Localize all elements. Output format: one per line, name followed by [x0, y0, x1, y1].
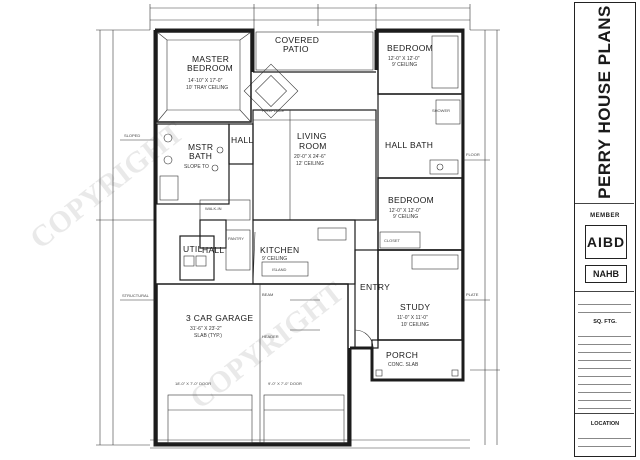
utility-area: UTIL HALL PANTRY — [179, 219, 251, 281]
svg-text:10' CEILING: 10' CEILING — [401, 322, 429, 328]
hall-master-label: HALL — [231, 135, 253, 145]
svg-text:12'-0" X 12'-0": 12'-0" X 12'-0" — [388, 56, 420, 62]
svg-text:11'-0" X 11'-0": 11'-0" X 11'-0" — [397, 315, 428, 321]
aibd-logo: AIBD — [585, 225, 627, 259]
svg-text:9' CEILING: 9' CEILING — [393, 214, 418, 220]
kitchen-area: KITCHEN 9' CEILING ISLAND — [252, 219, 356, 285]
svg-text:PLATE: PLATE — [466, 292, 479, 297]
bedroom-1-label: BEDROOM — [387, 43, 433, 53]
kitchen-label: KITCHEN — [260, 245, 299, 255]
garage-area: 3 CAR GARAGE 31'-6" X 23'-2" SLAB (TYP.)… — [156, 283, 349, 444]
svg-text:SLAB (TYP.): SLAB (TYP.) — [194, 333, 222, 339]
svg-text:STRUCTURAL: STRUCTURAL — [122, 293, 150, 298]
study-label: STUDY — [400, 302, 430, 312]
entry-label: ENTRY — [360, 282, 390, 292]
svg-text:FLOOR: FLOOR — [466, 152, 480, 157]
svg-text:10' TRAY CEILING: 10' TRAY CEILING — [186, 85, 228, 91]
svg-text:20'-0" X 24'-6": 20'-0" X 24'-6" — [294, 154, 326, 160]
svg-text:9' CEILING: 9' CEILING — [262, 256, 287, 262]
svg-text:SLOPED: SLOPED — [124, 133, 140, 138]
svg-text:CONC. SLAB: CONC. SLAB — [388, 362, 419, 368]
svg-text:BEAM: BEAM — [262, 292, 273, 297]
nahb-logo: NAHB — [585, 265, 627, 283]
bedroom-2-area: BEDROOM 12'-0" X 12'-0" 9' CEILING CLOSE… — [377, 177, 463, 251]
porch-area: PORCH CONC. SLAB — [371, 339, 464, 381]
svg-text:SHOWER: SHOWER — [432, 108, 450, 113]
svg-text:PANTRY: PANTRY — [228, 236, 244, 241]
svg-text:HEADER: HEADER — [262, 334, 279, 339]
svg-text:31'-6" X 23'-2": 31'-6" X 23'-2" — [190, 326, 222, 332]
hall-center-label: HALL — [202, 245, 224, 255]
svg-text:18'-0" X 7'-0" DOOR: 18'-0" X 7'-0" DOOR — [175, 381, 211, 386]
porch-label: PORCH — [386, 350, 418, 360]
construction-notes: STRUCTURAL SLOPED PLATE FLOOR BEAM HEADE… — [120, 133, 490, 339]
company-name: PERRY HOUSE PLANS — [595, 5, 614, 199]
copyright-watermark: COPYRIGHT — [24, 116, 190, 256]
svg-text:SLOPE TO: SLOPE TO — [184, 164, 209, 170]
bedroom-1-area: BEDROOM 12'-0" X 12'-0" 9' CEILING — [377, 31, 463, 95]
title-block: PERRY HOUSE PLANS MEMBER AIBD NAHB SQ. F… — [574, 2, 636, 457]
member-label: MEMBER — [590, 213, 620, 219]
svg-text:12'-0" X 12'-0": 12'-0" X 12'-0" — [389, 208, 421, 214]
study-area: STUDY 11'-0" X 11'-0" 10' CEILING — [377, 249, 463, 341]
svg-text:FIREPLACE: FIREPLACE — [262, 108, 285, 113]
location-heading: LOCATION — [590, 421, 620, 427]
svg-text:WALK-IN: WALK-IN — [205, 206, 222, 211]
svg-text:CLOSET: CLOSET — [384, 238, 401, 243]
util-label: UTIL — [183, 244, 203, 254]
dimension-lines — [96, 4, 500, 449]
entry-area: ENTRY — [354, 249, 390, 349]
svg-text:14'-10" X 17'-0": 14'-10" X 17'-0" — [188, 78, 223, 84]
svg-text:9' CEILING: 9' CEILING — [392, 62, 417, 68]
svg-text:12' CEILING: 12' CEILING — [296, 161, 324, 167]
garage-label: 3 CAR GARAGE — [186, 313, 253, 323]
bedroom-2-label: BEDROOM — [388, 195, 434, 205]
svg-text:ISLAND: ISLAND — [272, 267, 287, 272]
sqft-heading: SQ. FTG. — [593, 319, 617, 325]
svg-text:9'-0" X 7'-0" DOOR: 9'-0" X 7'-0" DOOR — [268, 381, 302, 386]
